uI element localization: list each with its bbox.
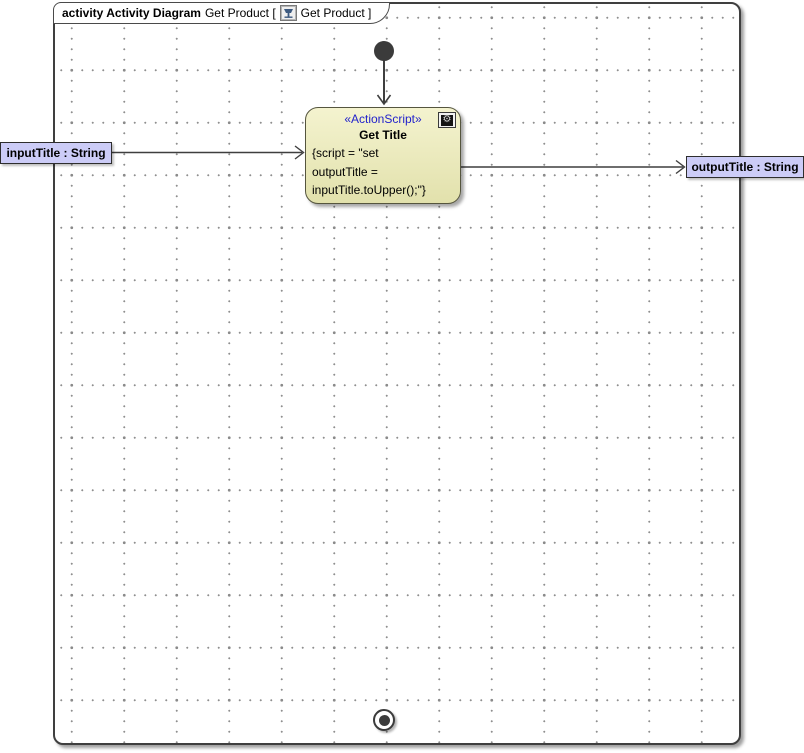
frame-title-keyword: activity Activity Diagram xyxy=(62,6,201,20)
action-name: Get Title xyxy=(359,128,407,142)
edge-input-to-action[interactable] xyxy=(112,145,305,160)
action-script-line: inputTitle.toUpper();"} xyxy=(312,183,426,197)
frame-title-diagram-name: Get Product ] xyxy=(300,6,372,20)
action-stereotype: «ActionScript» xyxy=(344,112,422,126)
input-parameter-label: inputTitle : String xyxy=(6,146,106,160)
edge-initial-to-action[interactable] xyxy=(376,60,392,106)
edge-action-to-output[interactable] xyxy=(461,159,686,175)
initial-node[interactable] xyxy=(374,41,394,61)
action-script-line: {script = "set xyxy=(312,146,379,160)
output-parameter-label: outputTitle : String xyxy=(691,160,799,174)
frame-title-context: Get Product [ xyxy=(204,6,276,20)
final-node-dot xyxy=(378,714,390,726)
action-node-get-title[interactable]: «ActionScript» Get Title {script = "set … xyxy=(305,107,461,204)
script-gear-icon: ⚙ xyxy=(438,112,456,128)
activity-diagram-icon xyxy=(279,5,297,21)
frame-title-tab[interactable]: activity Activity Diagram Get Product [ … xyxy=(53,2,391,24)
action-script-line: outputTitle = xyxy=(312,164,378,179)
activity-final-node[interactable] xyxy=(373,709,395,731)
output-parameter-node[interactable]: outputTitle : String xyxy=(686,156,804,178)
input-parameter-node[interactable]: inputTitle : String xyxy=(0,142,112,164)
